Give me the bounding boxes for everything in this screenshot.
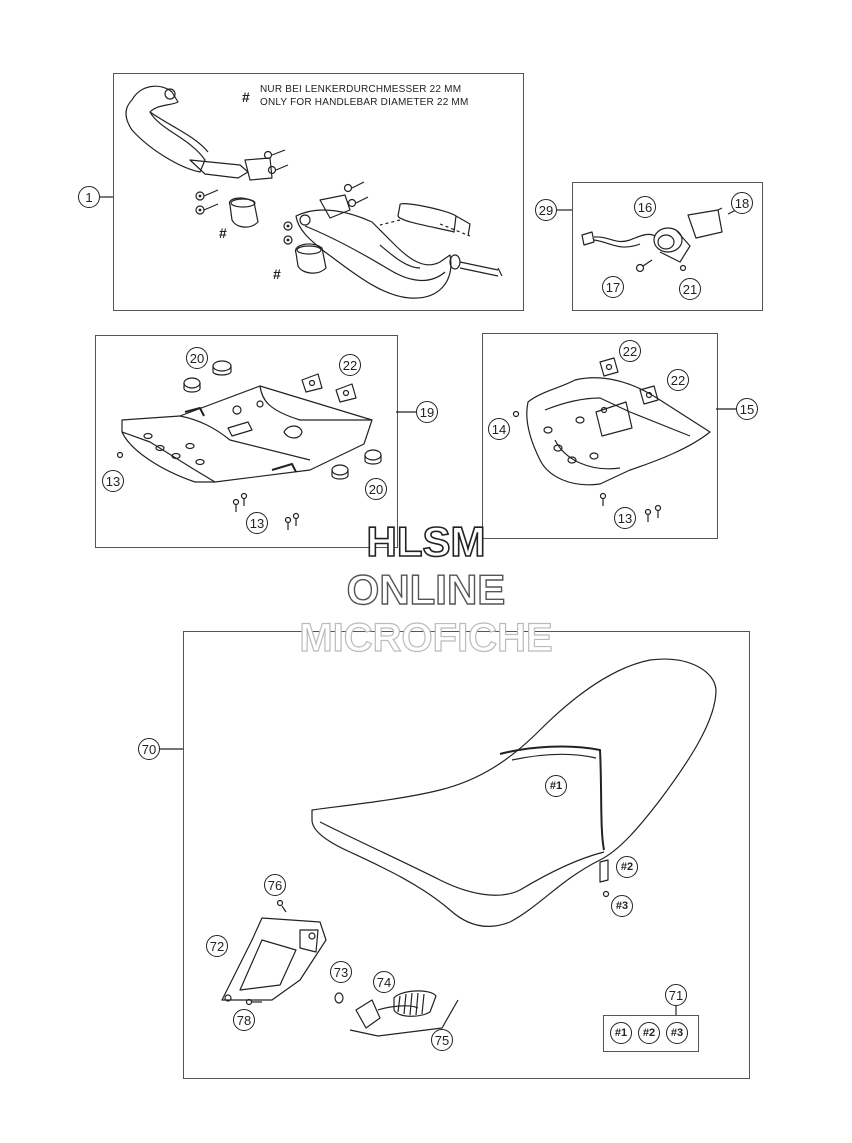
callout-13: 13 <box>102 470 124 492</box>
callout-75: 75 <box>431 1029 453 1051</box>
callout-22: 22 <box>667 369 689 391</box>
seat-panel <box>183 631 750 1079</box>
callout-15: 15 <box>736 398 758 420</box>
note-line-2: ONLY FOR HANDLEBAR DIAMETER 22 MM <box>260 97 469 108</box>
callout-20: 20 <box>365 478 387 500</box>
callout-13: 13 <box>246 512 268 534</box>
engine-guard-panel <box>482 333 718 539</box>
note-line-1: NUR BEI LENKERDURCHMESSER 22 MM <box>260 84 462 95</box>
watermark-line-3: MICROFICHE <box>299 615 554 660</box>
kit-item-3: #3 <box>666 1022 688 1044</box>
kit-item-2: #2 <box>638 1022 660 1044</box>
seat-ref-1: #1 <box>545 775 567 797</box>
callout-72: 72 <box>206 935 228 957</box>
seat-ref-2: #2 <box>616 856 638 878</box>
callout-19: 19 <box>416 401 438 423</box>
callout-71: 71 <box>665 984 687 1006</box>
callout-76: 76 <box>264 874 286 896</box>
kit-item-1: #1 <box>610 1022 632 1044</box>
callout-14: 14 <box>488 418 510 440</box>
callout-16: 16 <box>634 196 656 218</box>
callout-21: 21 <box>679 278 701 300</box>
watermark-line-2: ONLINE <box>346 565 506 613</box>
callout-73: 73 <box>330 961 352 983</box>
callout-22: 22 <box>619 340 641 362</box>
callout-20: 20 <box>186 347 208 369</box>
hash-mark: # <box>219 225 227 241</box>
callout-74: 74 <box>373 971 395 993</box>
callout-29: 29 <box>535 199 557 221</box>
callout-13: 13 <box>614 507 636 529</box>
callout-78: 78 <box>233 1009 255 1031</box>
hash-mark: # <box>273 266 281 282</box>
callout-17: 17 <box>602 276 624 298</box>
callout-18: 18 <box>731 192 753 214</box>
note-hash-symbol: # <box>242 89 250 105</box>
handguard-panel <box>113 73 524 311</box>
callout-22: 22 <box>339 354 361 376</box>
callout-70: 70 <box>138 738 160 760</box>
callout-1: 1 <box>78 186 100 208</box>
watermark-line-1: HLSM <box>366 517 487 566</box>
seat-ref-3: #3 <box>611 895 633 917</box>
